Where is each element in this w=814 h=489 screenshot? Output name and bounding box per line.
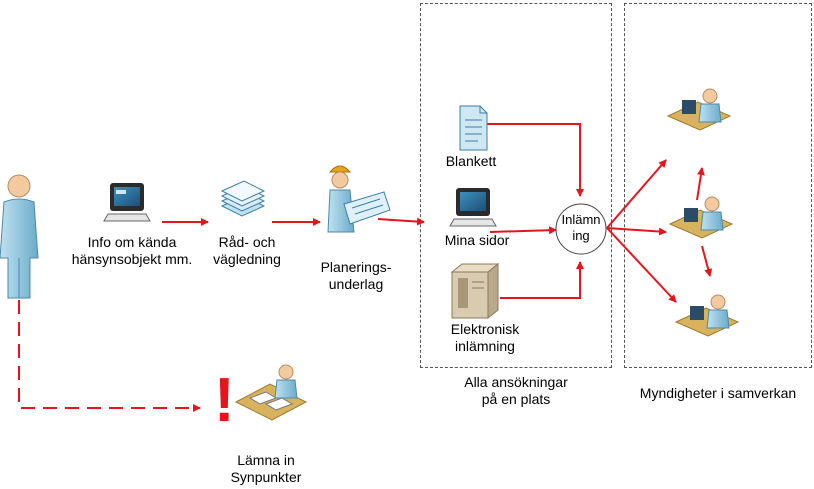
blankett-label: Blankett xyxy=(445,153,497,169)
rad-label-line2: vägledning xyxy=(213,251,281,267)
lamna-label-line1: Lämna in xyxy=(237,452,295,468)
alla-ansokningar-label: Alla ansökningar på en plats xyxy=(436,374,596,408)
alla-ansokningar-line1: Alla ansökningar xyxy=(464,374,568,390)
inlamning-label-line2: ing xyxy=(572,228,590,243)
plan-label: Planerings- underlag xyxy=(306,259,406,293)
ansokningar-group-box xyxy=(420,3,612,368)
exclamation-icon: ! xyxy=(214,366,235,435)
documents-stack-icon xyxy=(220,180,266,217)
elektronisk-label-line1: Elektronisk xyxy=(450,321,520,337)
mina-sidor-label: Mina sidor xyxy=(444,232,510,248)
desk-worker-icon-mid xyxy=(668,196,734,239)
inlamning-node xyxy=(555,203,607,255)
arrow-mid-to-bottom xyxy=(701,245,713,277)
arrow-inlamning-to-top xyxy=(606,159,667,229)
elektronisk-label-line2: inlämning xyxy=(455,338,515,354)
arrow-mid-to-top xyxy=(696,167,705,201)
myndigheter-label: Myndigheter i samverkan xyxy=(639,385,797,401)
plan-label-line1: Planerings- xyxy=(320,259,392,275)
inlamning-label: Inlämn ing xyxy=(556,212,606,244)
info-label: Info om kända hänsynsobjekt mm. xyxy=(62,234,202,268)
info-label-line1: Info om kända xyxy=(87,234,177,250)
lamna-label: Lämna in Synpunkter xyxy=(214,452,318,486)
rad-label-line1: Råd- och xyxy=(218,234,276,250)
arrow-inlamning-to-mid xyxy=(606,227,667,236)
arrow-inlamning-to-bottom xyxy=(606,227,677,303)
elektronisk-label: Elektronisk inlämning xyxy=(432,321,538,355)
server-icon xyxy=(450,262,500,320)
alla-ansokningar-line2: på en plats xyxy=(481,391,551,407)
worker-with-plans-icon xyxy=(327,165,391,233)
plan-label-line2: underlag xyxy=(328,276,384,292)
monitor-icon-mina-sidor xyxy=(449,188,497,227)
inlamning-label-line1: Inlämn xyxy=(561,212,601,227)
arrow-mina-sidor-to-inlamning xyxy=(489,226,557,235)
arrow-plan-to-ansokningar xyxy=(377,217,425,226)
desk-worker-icon-bottom xyxy=(674,294,740,337)
rad-label: Råd- och vägledning xyxy=(202,234,292,268)
myndigheter-group-box xyxy=(624,3,812,368)
arrow-elektronisk-to-inlamning xyxy=(500,261,584,299)
lamna-label-line2: Synpunkter xyxy=(230,469,302,485)
info-label-line2: hänsynsobjekt mm. xyxy=(71,251,193,267)
arrows xyxy=(18,123,713,412)
arrow-person-to-synpunkter xyxy=(18,300,201,412)
desk-worker-icon-top xyxy=(666,88,732,131)
desk-worker-icon-synpunkter xyxy=(234,364,308,421)
arrow-blankett-to-inlamning xyxy=(487,123,584,197)
document-icon xyxy=(459,105,488,151)
monitor-icon xyxy=(103,183,151,222)
person-icon xyxy=(0,174,39,299)
